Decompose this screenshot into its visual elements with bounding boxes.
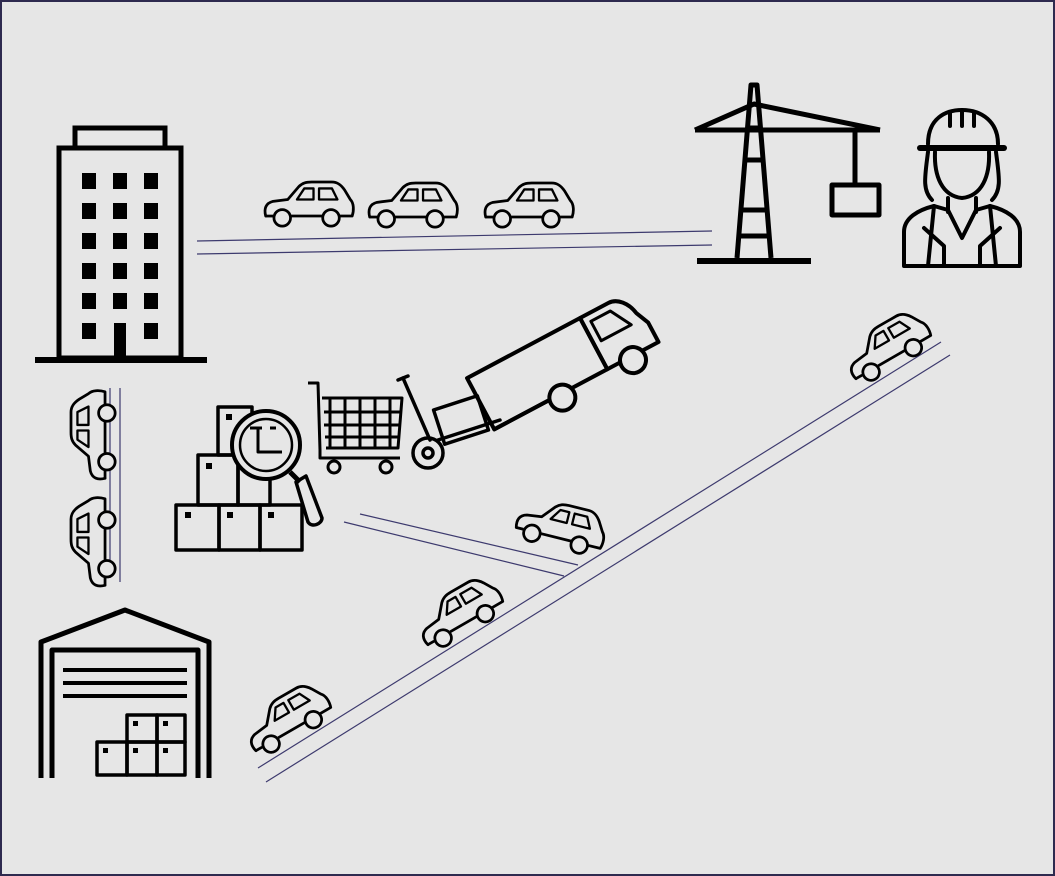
scene-frame xyxy=(1,1,1054,875)
logistics-illustration xyxy=(0,0,1055,876)
